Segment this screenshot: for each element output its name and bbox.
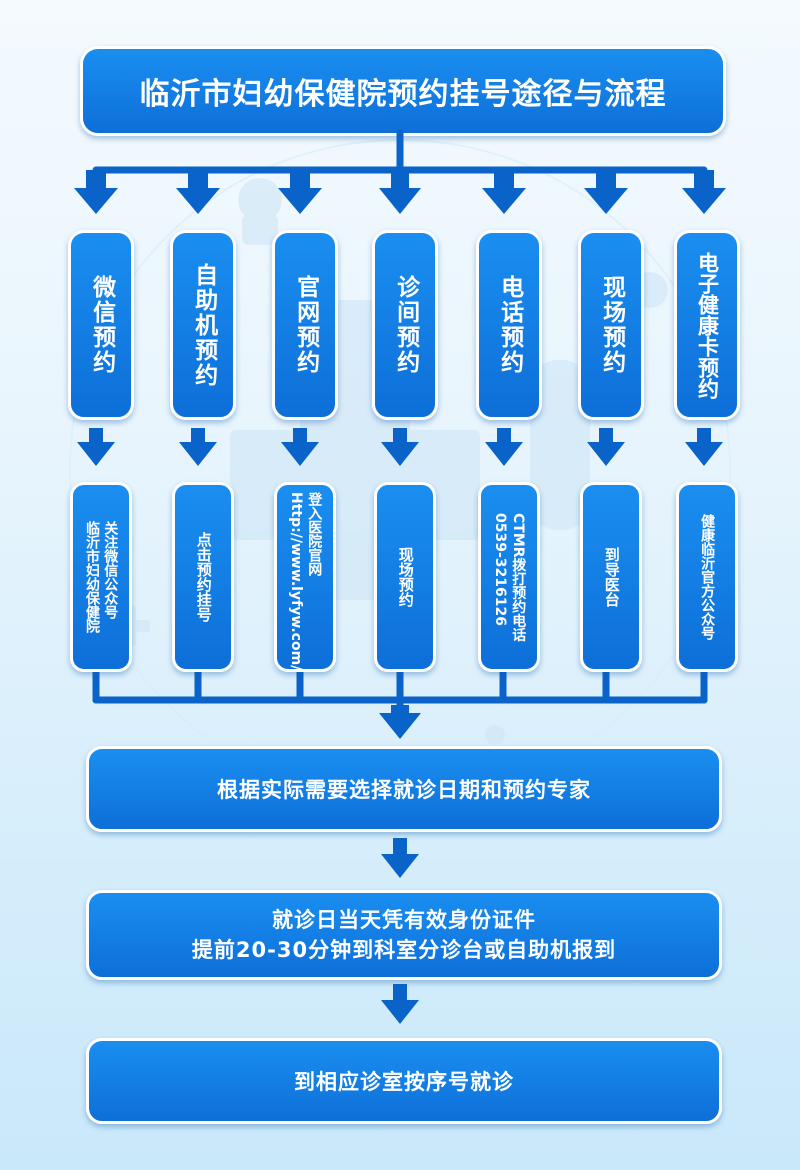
detail-text: 点击预约挂号 <box>194 532 213 622</box>
detail-text: 健康临沂官方公众号 <box>699 514 716 640</box>
detail-text: 登入医院官网 Http://www.lyfyw.com/ <box>288 492 323 671</box>
method-label: 微信预约 <box>88 275 115 375</box>
step-check-in: 就诊日当天凭有效身份证件 提前20-30分钟到科室分诊台或自助机报到 <box>86 890 722 980</box>
method-label: 官网预约 <box>292 275 319 375</box>
method-wechat: 微信预约 <box>68 230 134 420</box>
detail-text: 到导医台 <box>602 547 621 607</box>
step-text-line-2: 提前20-30分钟到科室分诊台或自助机报到 <box>191 938 617 962</box>
detail-wechat: 关注微信公众号 临沂市妇幼保健院 <box>70 482 132 672</box>
detail-text: CTMR拨打预约电话 0539-3216126 <box>492 512 527 642</box>
page-title: 临沂市妇幼保健院预约挂号途径与流程 <box>80 46 726 136</box>
step-text: 根据实际需要选择就诊日期和预约专家 <box>217 778 591 802</box>
step-text: 到相应诊室按序号就诊 <box>294 1070 514 1094</box>
step-visit-clinic: 到相应诊室按序号就诊 <box>86 1038 722 1124</box>
step-select-date-expert: 根据实际需要选择就诊日期和预约专家 <box>86 746 722 832</box>
method-label: 现场预约 <box>598 275 625 375</box>
method-clinic: 诊间预约 <box>372 230 438 420</box>
detail-on-site: 到导医台 <box>580 482 642 672</box>
detail-text: 关注微信公众号 临沂市妇幼保健院 <box>84 521 119 633</box>
page-title-text: 临沂市妇幼保健院预约挂号途径与流程 <box>139 77 667 112</box>
method-label: 电话预约 <box>496 275 523 375</box>
detail-clinic: 现场预约 <box>374 482 436 672</box>
detail-official-website: 登入医院官网 Http://www.lyfyw.com/ <box>274 482 336 672</box>
method-label: 自助机预约 <box>190 262 217 388</box>
method-self-service-kiosk: 自助机预约 <box>170 230 236 420</box>
method-e-health-card: 电子健康卡预约 <box>674 230 740 420</box>
detail-e-health-card: 健康临沂官方公众号 <box>676 482 738 672</box>
step-text-line-1: 就诊日当天凭有效身份证件 <box>272 907 536 932</box>
detail-self-service-kiosk: 点击预约挂号 <box>172 482 234 672</box>
detail-phone: CTMR拨打预约电话 0539-3216126 <box>478 482 540 672</box>
detail-text: 现场预约 <box>396 547 415 607</box>
method-label: 诊间预约 <box>392 275 419 375</box>
method-label: 电子健康卡预约 <box>695 251 720 399</box>
method-official-website: 官网预约 <box>272 230 338 420</box>
method-on-site: 现场预约 <box>578 230 644 420</box>
method-phone: 电话预约 <box>476 230 542 420</box>
